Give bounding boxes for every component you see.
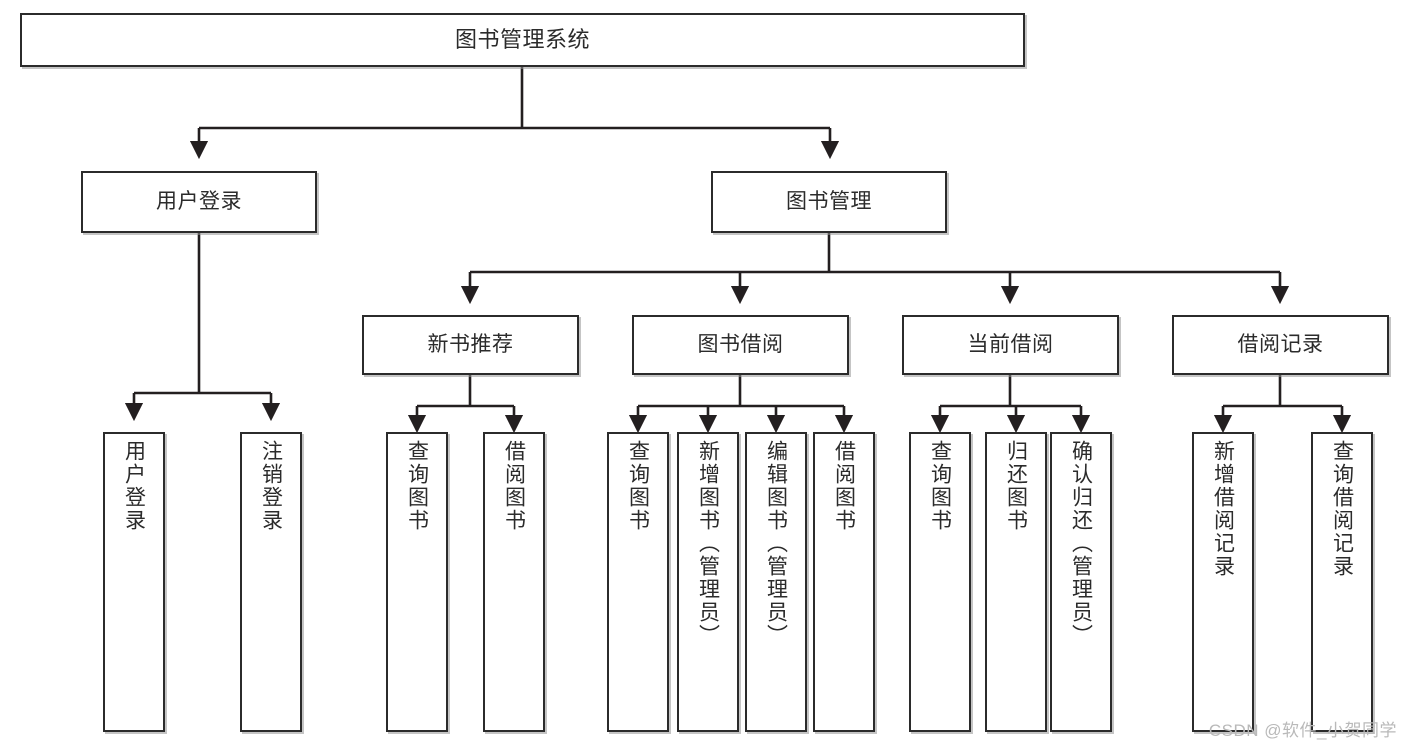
node-root[interactable]: 图书管理系统: [20, 13, 1025, 67]
node-leaf-return-book[interactable]: 归还图书: [985, 432, 1047, 732]
node-leaf-query-borrow-record-label: 查询借阅记录: [1330, 440, 1354, 578]
node-leaf-add-book-admin-label: 新增图书（管理员）: [696, 440, 720, 647]
node-leaf-borrow-book-1[interactable]: 借阅图书: [483, 432, 545, 732]
node-leaf-edit-book-admin[interactable]: 编辑图书（管理员）: [745, 432, 807, 732]
node-leaf-borrow-book-2-label: 借阅图书: [832, 440, 856, 532]
node-leaf-borrow-book-2[interactable]: 借阅图书: [813, 432, 875, 732]
node-book-borrow-label: 图书借阅: [697, 332, 784, 356]
node-book-borrow[interactable]: 图书借阅: [632, 315, 849, 375]
node-leaf-user-logout[interactable]: 注销登录: [240, 432, 302, 732]
node-borrow-record[interactable]: 借阅记录: [1172, 315, 1389, 375]
node-book-manage[interactable]: 图书管理: [711, 171, 947, 233]
node-leaf-return-book-label: 归还图书: [1004, 440, 1028, 532]
node-new-book-recommend-label: 新书推荐: [427, 332, 514, 356]
node-leaf-query-book-1-label: 查询图书: [405, 440, 429, 532]
node-leaf-add-borrow-record[interactable]: 新增借阅记录: [1192, 432, 1254, 732]
node-leaf-query-book-3[interactable]: 查询图书: [909, 432, 971, 732]
node-leaf-borrow-book-1-label: 借阅图书: [502, 440, 526, 532]
node-book-manage-label: 图书管理: [786, 189, 872, 213]
node-current-borrow[interactable]: 当前借阅: [902, 315, 1119, 375]
node-root-label: 图书管理系统: [454, 27, 590, 53]
node-leaf-edit-book-admin-label: 编辑图书（管理员）: [764, 440, 788, 647]
node-leaf-query-book-2-label: 查询图书: [626, 440, 650, 532]
node-leaf-user-login[interactable]: 用户登录: [103, 432, 165, 732]
node-leaf-query-book-2[interactable]: 查询图书: [607, 432, 669, 732]
node-leaf-add-book-admin[interactable]: 新增图书（管理员）: [677, 432, 739, 732]
node-leaf-user-logout-label: 注销登录: [259, 440, 283, 532]
node-borrow-record-label: 借阅记录: [1237, 332, 1324, 356]
node-leaf-query-book-1[interactable]: 查询图书: [386, 432, 448, 732]
node-leaf-user-login-label: 用户登录: [122, 440, 146, 532]
node-current-borrow-label: 当前借阅: [967, 332, 1054, 356]
node-leaf-confirm-return-admin[interactable]: 确认归还（管理员）: [1050, 432, 1112, 732]
node-user-login[interactable]: 用户登录: [81, 171, 317, 233]
node-leaf-confirm-return-admin-label: 确认归还（管理员）: [1069, 440, 1093, 647]
node-new-book-recommend[interactable]: 新书推荐: [362, 315, 579, 375]
node-leaf-add-borrow-record-label: 新增借阅记录: [1211, 440, 1235, 578]
node-leaf-query-borrow-record[interactable]: 查询借阅记录: [1311, 432, 1373, 732]
node-user-login-label: 用户登录: [156, 189, 242, 213]
csdn-watermark: CSDN @软件_小贺同学: [1208, 721, 1397, 740]
node-leaf-query-book-3-label: 查询图书: [928, 440, 952, 532]
